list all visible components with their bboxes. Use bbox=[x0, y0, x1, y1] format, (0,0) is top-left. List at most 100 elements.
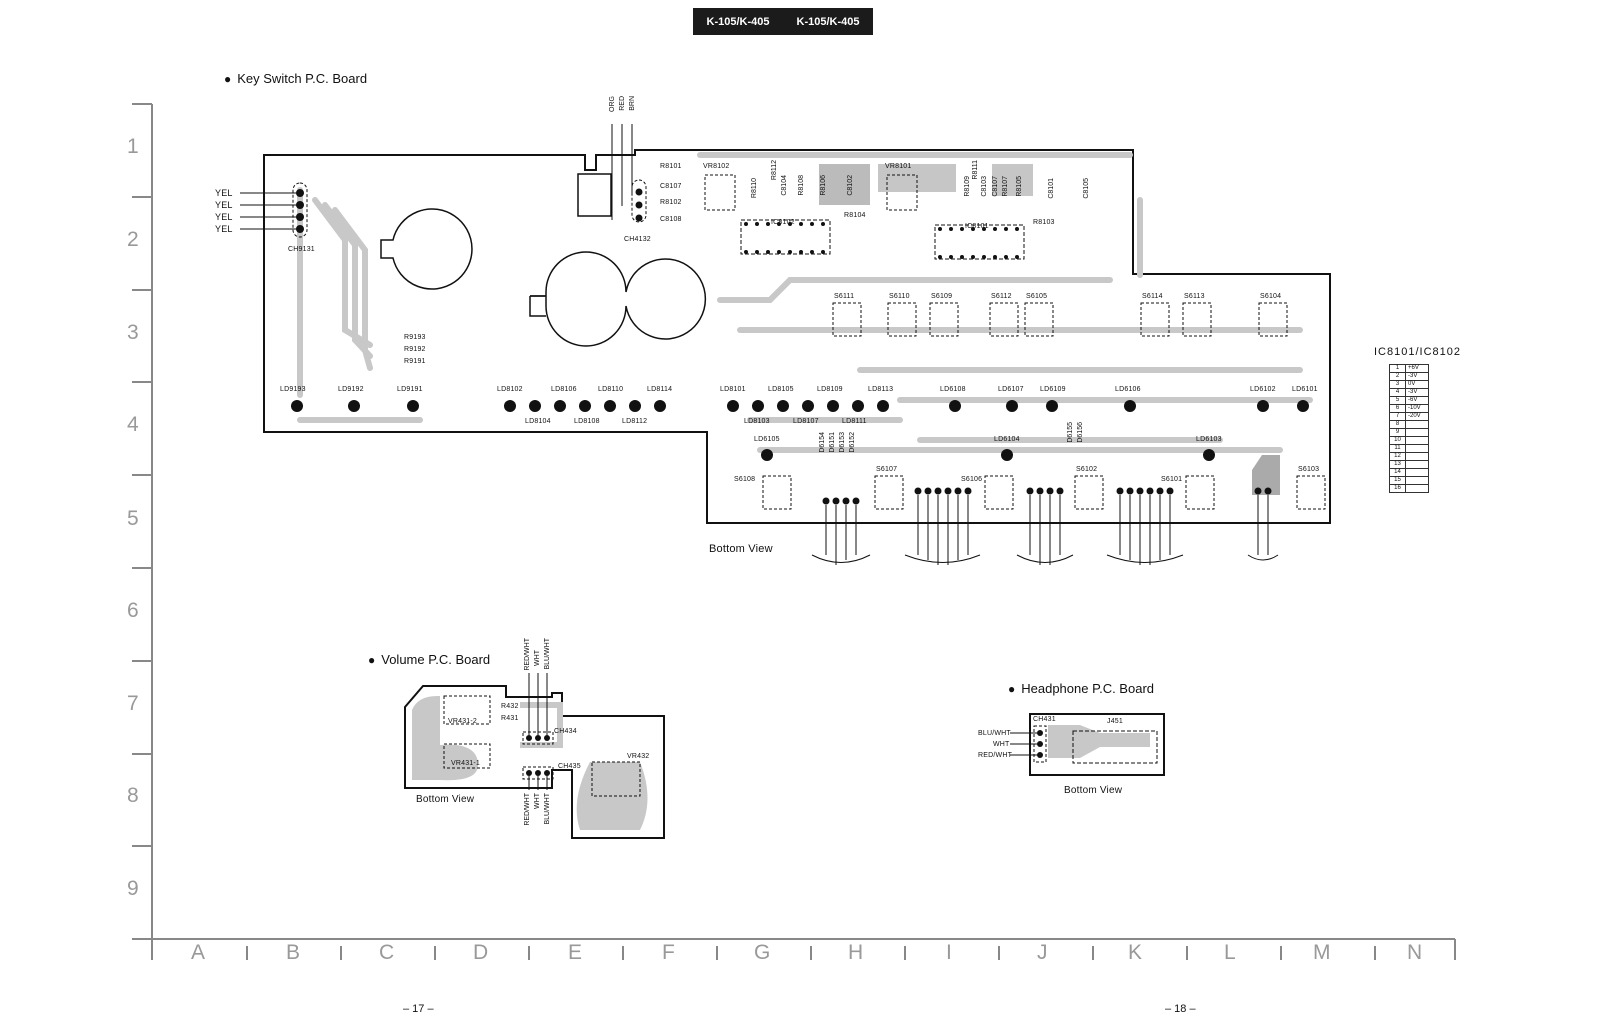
bottom-view-label: Bottom View bbox=[1064, 785, 1123, 796]
switch-label: S6108 bbox=[734, 476, 756, 483]
part-label: CH434 bbox=[554, 728, 577, 735]
page-number-right: – 18 – bbox=[1165, 1003, 1196, 1015]
wire-label: ORG bbox=[609, 96, 616, 112]
part-label: R8101 bbox=[660, 163, 682, 170]
resistor-label: R9191 bbox=[404, 358, 426, 365]
switch-label: S6107 bbox=[876, 466, 898, 473]
switch-label: S6114 bbox=[1142, 293, 1163, 300]
grid-row-6: 6 bbox=[127, 599, 139, 622]
ic-table-title: IC8101/IC8102 bbox=[1374, 346, 1461, 358]
led-label: LD6108 bbox=[940, 386, 966, 393]
part-label: IC8102 bbox=[771, 219, 795, 226]
header-model-left: K-105/K-405 bbox=[706, 15, 770, 28]
led-label: LD9192 bbox=[338, 386, 364, 393]
grid-row-8: 8 bbox=[127, 784, 139, 807]
part-label: R432 bbox=[501, 703, 519, 710]
wire-label: BLU/WHT bbox=[544, 638, 551, 670]
switch-label: S6110 bbox=[889, 293, 910, 300]
part-label: R8108 bbox=[798, 175, 805, 196]
grid-row-5: 5 bbox=[127, 507, 139, 530]
led-label: LD8105 bbox=[768, 386, 794, 393]
part-label: R431 bbox=[501, 715, 519, 722]
page-number-left: – 17 – bbox=[403, 1003, 434, 1015]
part-label: C8101 bbox=[1048, 178, 1055, 199]
led-label: LD6101 bbox=[1292, 386, 1318, 393]
part-label: J451 bbox=[1107, 718, 1123, 725]
grid-col-d: D bbox=[473, 941, 489, 964]
part-label: R8111 bbox=[972, 160, 979, 180]
volume-title: ●Volume P.C. Board bbox=[368, 652, 491, 667]
part-label: R8112 bbox=[771, 160, 778, 181]
headphone-board bbox=[1010, 713, 1165, 776]
resistor-label: R9193 bbox=[404, 334, 426, 341]
connector-label: CH9131 bbox=[288, 246, 315, 253]
led-label: LD8113 bbox=[868, 386, 894, 393]
led-label: LD6105 bbox=[754, 436, 780, 443]
grid-row-3: 3 bbox=[127, 321, 139, 344]
grid-row-1: 1 bbox=[127, 135, 139, 158]
grid-col-n: N bbox=[1407, 941, 1423, 964]
wire-label: WHT bbox=[993, 741, 1010, 748]
part-label: VR8101 bbox=[885, 163, 912, 170]
part-label: C8102 bbox=[847, 175, 854, 196]
led-label: LD8107 bbox=[793, 418, 819, 425]
grid-row-4: 4 bbox=[127, 413, 139, 436]
grid-col-l: L bbox=[1224, 941, 1236, 964]
part-label: IC8101 bbox=[965, 223, 989, 230]
part-label: VR8102 bbox=[703, 163, 730, 170]
wire-label: WHT bbox=[534, 650, 541, 666]
switch-label: S6113 bbox=[1184, 293, 1205, 300]
led-label: LD8102 bbox=[497, 386, 523, 393]
wire-label: YEL bbox=[215, 224, 233, 234]
led-label: LD6107 bbox=[998, 386, 1024, 393]
switch-label: S6106 bbox=[961, 476, 983, 483]
grid-col-f: F bbox=[662, 941, 675, 964]
led-label: LD8106 bbox=[551, 386, 577, 393]
wire-label: YEL bbox=[215, 188, 233, 198]
part-label: R8106 bbox=[820, 175, 827, 196]
switch-label: S6105 bbox=[1026, 293, 1048, 300]
diode-label: D6155 bbox=[1067, 422, 1074, 443]
grid-col-i: I bbox=[946, 941, 952, 964]
part-label: R8107 bbox=[1002, 176, 1009, 197]
grid-ruler bbox=[132, 103, 1456, 960]
bullet-icon: ● bbox=[1008, 682, 1016, 696]
grid-col-c: C bbox=[379, 941, 395, 964]
part-label: VR432 bbox=[627, 753, 650, 760]
wire-label: YEL bbox=[215, 200, 233, 210]
part-label: R8104 bbox=[844, 212, 866, 219]
grid-col-j: J bbox=[1037, 941, 1048, 964]
grid-col-h: H bbox=[848, 941, 864, 964]
part-label: C8107 bbox=[660, 183, 682, 190]
grid-col-m: M bbox=[1313, 941, 1331, 964]
key-switch-title: ●Key Switch P.C. Board bbox=[224, 71, 368, 86]
switch-label: S6111 bbox=[834, 293, 855, 300]
key-switch-board bbox=[240, 124, 1331, 565]
wire-label: RED bbox=[619, 96, 626, 111]
led-label: LD8101 bbox=[720, 386, 746, 393]
bullet-icon: ● bbox=[224, 72, 232, 86]
grid-col-e: E bbox=[568, 941, 583, 964]
grid-col-a: A bbox=[191, 941, 206, 964]
led-label: LD8112 bbox=[622, 418, 648, 425]
model-header: K-105/K-405 K-105/K-405 bbox=[693, 8, 873, 35]
part-label: R8103 bbox=[1033, 219, 1055, 226]
diode-label: D6152 bbox=[849, 432, 856, 453]
diode-label: D6154 bbox=[819, 432, 826, 453]
grid-row-9: 9 bbox=[127, 877, 139, 900]
bullet-icon: ● bbox=[368, 653, 376, 667]
resistor-label: R9192 bbox=[404, 346, 426, 353]
part-label: C8104 bbox=[781, 175, 788, 196]
diode-label: D6153 bbox=[839, 432, 846, 453]
led-label: LD8104 bbox=[525, 418, 551, 425]
led-label: LD6106 bbox=[1115, 386, 1141, 393]
part-label: VR431-2 bbox=[448, 718, 478, 725]
switch-label: S6112 bbox=[991, 293, 1012, 300]
led-label: LD9193 bbox=[280, 386, 306, 393]
part-label: CH431 bbox=[1033, 716, 1056, 723]
led-label: LD6103 bbox=[1196, 436, 1222, 443]
wire-label: RED/WHT bbox=[524, 638, 531, 671]
connector-label: CH4132 bbox=[624, 236, 651, 243]
